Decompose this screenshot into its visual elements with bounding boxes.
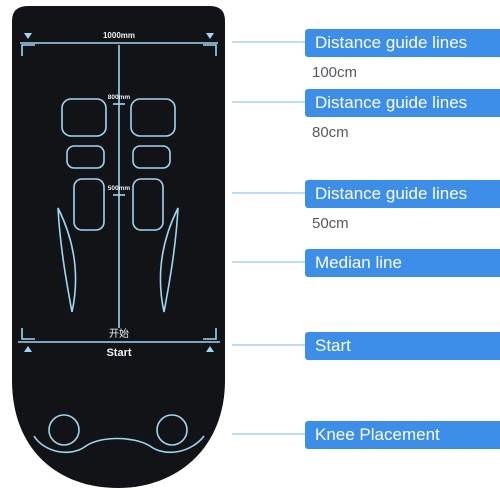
knee-outline (33, 435, 205, 454)
label-500mm: 500mm (108, 185, 131, 192)
arrow-bottom-right (206, 346, 214, 352)
callout-start: Start (305, 332, 500, 360)
corner-bracket-top-right (203, 44, 217, 56)
corner-bracket-bottom-left (21, 328, 35, 340)
hand-pad-right-1 (130, 98, 176, 137)
hand-pad-right-3 (132, 178, 164, 231)
hand-pad-left-3 (73, 178, 105, 231)
crescent-right (159, 207, 179, 313)
callout-distance-50-value: 50cm (312, 215, 349, 232)
callout-distance-100: Distance guide lines (305, 29, 500, 57)
callout-distance-80-value: 80cm (312, 124, 349, 141)
hand-pad-right-2 (132, 145, 171, 169)
callout-distance-50: Distance guide lines (305, 180, 500, 208)
label-800mm: 800mm (108, 94, 131, 101)
hand-pad-left-1 (61, 98, 107, 137)
knee-pad-right (156, 414, 188, 446)
label-1000mm: 1000mm (103, 31, 135, 40)
callout-distance-80: Distance guide lines (305, 89, 500, 117)
label-start-chinese: 开始 (109, 327, 129, 340)
arrow-bottom-left (24, 346, 32, 352)
callout-median-line: Median line (305, 249, 500, 277)
arrow-top-left (24, 33, 32, 39)
callout-knee-placement: Knee Placement (305, 421, 500, 449)
corner-bracket-top-left (21, 44, 35, 56)
callout-distance-100-value: 100cm (312, 64, 358, 81)
corner-bracket-bottom-right (203, 328, 217, 340)
hand-pad-left-2 (66, 145, 105, 169)
arrow-top-right (206, 33, 214, 39)
knee-pad-left (48, 414, 80, 446)
label-start: Start (106, 347, 131, 359)
crescent-left (57, 207, 77, 313)
